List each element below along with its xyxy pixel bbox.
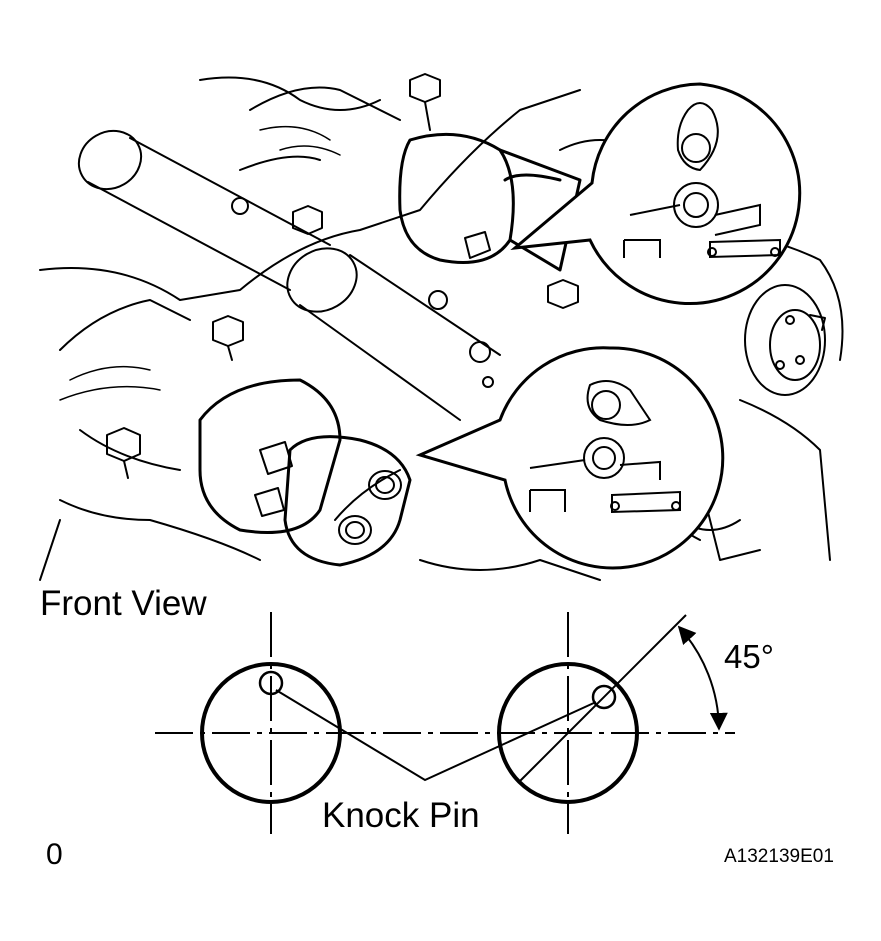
front-view-schematic bbox=[155, 612, 735, 834]
knock-pin-right bbox=[591, 684, 617, 710]
tube-left bbox=[77, 129, 331, 291]
angle-arc bbox=[677, 625, 728, 731]
knock-pin-leader bbox=[275, 689, 597, 782]
knock-pin-label: Knock Pin bbox=[322, 796, 480, 835]
knock-pin-left bbox=[258, 670, 284, 696]
callout-upper bbox=[510, 82, 802, 305]
figure-code: A132139E01 bbox=[724, 846, 834, 867]
bolt-5 bbox=[547, 279, 579, 309]
angle-label: 45° bbox=[724, 638, 774, 675]
pulley-right bbox=[744, 284, 826, 396]
corner-mark: 0 bbox=[46, 838, 63, 871]
bolt-3 bbox=[212, 315, 244, 361]
bolt-1 bbox=[409, 73, 441, 131]
front-view-label: Front View bbox=[40, 584, 207, 623]
camshaft-circle-right bbox=[497, 662, 639, 804]
camshaft-circle-left bbox=[200, 662, 342, 804]
bolt-4 bbox=[106, 427, 141, 479]
tube-center bbox=[286, 247, 501, 421]
bolt-2 bbox=[292, 205, 323, 235]
callout-lower bbox=[415, 346, 725, 570]
angle-reference-line bbox=[519, 614, 687, 782]
camshaft-lower bbox=[59, 299, 412, 567]
